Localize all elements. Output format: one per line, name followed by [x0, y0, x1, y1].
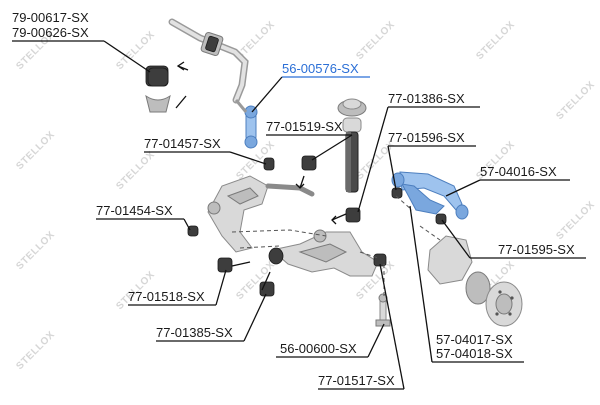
watermark-text: STELLOX — [554, 79, 597, 122]
part-label-77-01517: 77-01517-SX — [318, 373, 395, 388]
watermark-text: STELLOX — [14, 329, 57, 372]
part-label-79-00626: 79-00626-SX — [12, 25, 89, 40]
wheel-hub-illustration — [427, 235, 523, 327]
watermark-text: STELLOX — [354, 19, 397, 62]
watermark-text: STELLOX — [14, 129, 57, 172]
assembly-guides — [231, 175, 441, 296]
part-label-56-00576: 56-00576-SX — [282, 61, 359, 76]
watermark-text: STELLOX — [554, 199, 597, 242]
part-label-77-01518: 77-01518-SX — [128, 289, 205, 304]
stabilizer-bar-illustration — [168, 18, 249, 104]
lower-control-arm-illustration — [268, 229, 379, 277]
bushing-77-01454 — [187, 225, 199, 237]
watermark-text: STELLOX — [14, 229, 57, 272]
part-label-77-01596: 77-01596-SX — [388, 130, 465, 145]
bushing-79-00617 — [147, 67, 169, 87]
part-label-57-04017: 57-04017-SX — [436, 332, 513, 347]
shock-absorber-illustration — [337, 98, 367, 193]
toe-link-illustration — [375, 293, 391, 327]
part-label-56-00600: 56-00600-SX — [280, 341, 357, 356]
part-label-77-01595: 77-01595-SX — [498, 242, 575, 257]
part-label-57-04018: 57-04018-SX — [436, 346, 513, 361]
bushing-77-01386 — [345, 207, 361, 223]
watermark-text: STELLOX — [114, 149, 157, 192]
upper-arm-illustration — [391, 171, 469, 220]
bushing-77-01518 — [217, 257, 233, 273]
stabilizer-link-illustration — [234, 99, 258, 149]
part-label-57-04016: 57-04016-SX — [480, 164, 557, 179]
part-label-77-01457: 77-01457-SX — [144, 136, 221, 151]
leader-lines — [12, 40, 586, 390]
part-label-77-01454: 77-01454-SX — [96, 203, 173, 218]
part-label-79-00617: 79-00617-SX — [12, 10, 89, 25]
part-label-77-01519: 77-01519-SX — [266, 119, 343, 134]
subframe-left-illustration — [207, 175, 315, 253]
part-label-77-01386: 77-01386-SX — [388, 91, 465, 106]
watermark-text: STELLOX — [474, 19, 517, 62]
bushing-set — [147, 67, 447, 297]
part-labels: 79-00617-SX 79-00626-SX 56-00576-SX 77-0… — [12, 10, 575, 388]
part-label-77-01385: 77-01385-SX — [156, 325, 233, 340]
bushing-77-01596 — [391, 187, 403, 199]
